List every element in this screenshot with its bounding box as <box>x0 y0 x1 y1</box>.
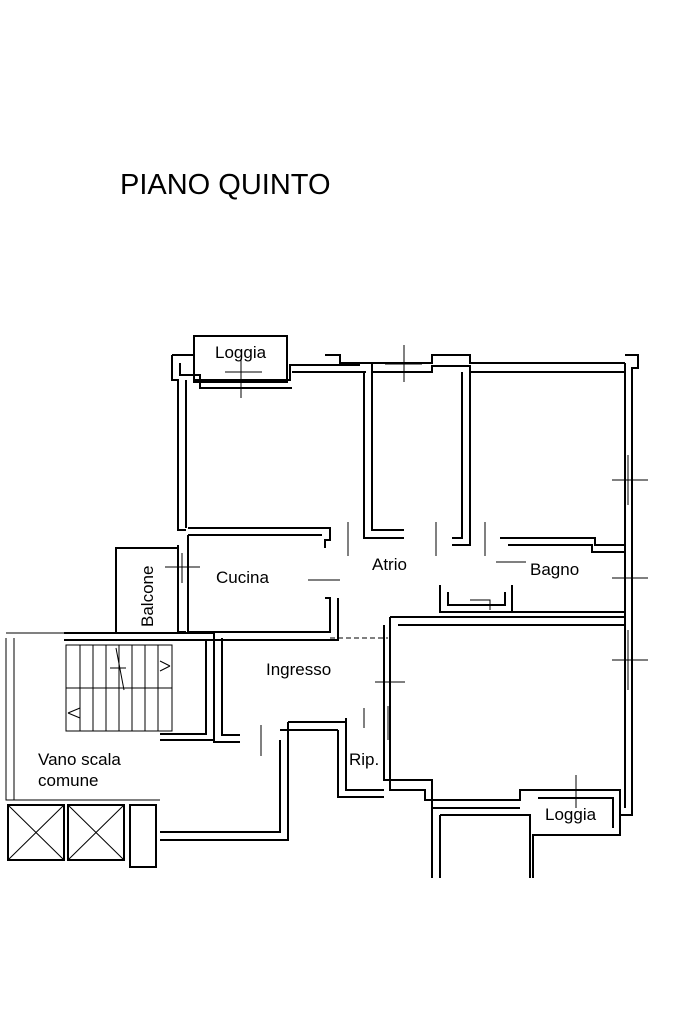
room-labels: Loggia Atrio Cucina Bagno Balcone Ingres… <box>38 343 597 824</box>
label-bagno: Bagno <box>530 560 579 579</box>
label-vano-scala-line2: comune <box>38 771 98 790</box>
label-vano-scala-line1: Vano scala <box>38 750 121 769</box>
exterior-walls <box>115 335 648 878</box>
label-ripostiglio: Rip. <box>349 750 379 769</box>
label-atrio: Atrio <box>372 555 407 574</box>
label-loggia-bottom: Loggia <box>545 805 597 824</box>
interior-walls <box>188 372 625 756</box>
label-cucina: Cucina <box>216 568 269 587</box>
lift-right <box>67 804 125 861</box>
plan-title: PIANO QUINTO <box>120 169 331 201</box>
staircase <box>5 632 215 868</box>
lift-shaft <box>129 804 157 868</box>
lift-left <box>7 804 65 861</box>
label-ingresso: Ingresso <box>266 660 331 679</box>
label-balcone: Balcone <box>138 566 157 627</box>
label-loggia-top: Loggia <box>215 343 267 362</box>
